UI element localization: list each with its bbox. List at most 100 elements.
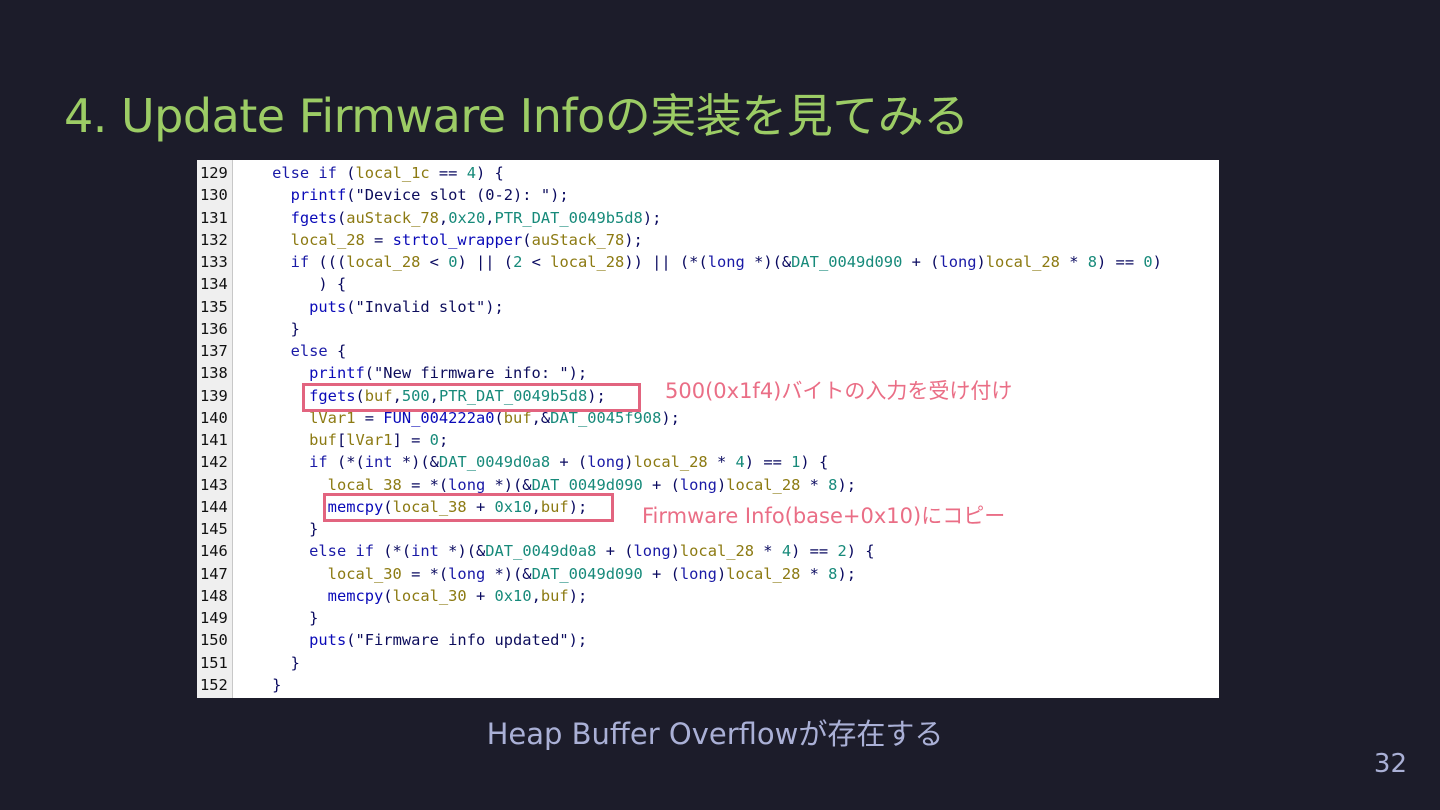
code-token: ) { [476,164,504,182]
code-token: ); [642,208,662,227]
code-token: DAT_0049d0a8 [485,542,597,561]
code-line: 151 } [197,652,300,674]
code-text: fgets(auStack_78,0x20,PTR_DAT_0049b5d8); [235,207,662,229]
line-number: 148 [200,586,228,605]
code-token: 4 [735,453,745,472]
code-token: 0x20 [448,208,486,227]
code-token [235,387,309,405]
line-number: 141 [200,431,228,449]
code-line: 140 lVar1 = FUN_004222a0(buf,&DAT_0045f9… [197,407,680,429]
code-token: * [800,475,829,494]
code-token: local_28 [346,253,421,271]
code-token: == [429,164,467,182]
code-screenshot: 129 else if (local_1c == 4) {130 printf(… [197,160,1219,698]
code-token [235,409,309,427]
code-text: memcpy(local_30 + 0x10,buf); [235,585,588,607]
code-token: memcpy [327,586,384,605]
code-token [235,431,309,449]
code-text: puts("Firmware info updated"); [235,629,587,651]
code-token: DAT_0049d090 [531,475,643,494]
code-token: )) || (*( [624,253,708,271]
code-token: } [235,319,300,338]
code-token: ) { [800,453,829,472]
code-token: (*( [374,542,412,561]
code-token: + [466,586,495,605]
code-token: puts [309,631,347,650]
code-text: if (*(int *)(&DAT_0049d0a8 + (long)local… [235,451,828,473]
line-number: 152 [200,675,228,694]
code-line: 150 puts("Firmware info updated"); [197,629,587,651]
code-token: local_30 [327,564,402,583]
code-token: , [392,386,402,405]
slide-caption: Heap Buffer Overflowが存在する [486,717,944,751]
code-token: PTR_DAT_0049b5d8 [438,386,588,405]
code-token: 1 [791,453,801,472]
code-token: long [448,475,486,494]
code-token: long [587,453,625,472]
code-token: "New firmware info: " [374,364,569,383]
code-line: 145 } [197,518,318,540]
code-token [235,476,328,494]
code-token: ( [383,586,393,605]
code-token: * [800,564,829,583]
code-token: ( [355,386,365,405]
code-token: *)(& [485,564,532,583]
code-token: strtol_wrapper [392,230,523,249]
code-line: 144 memcpy(local_38 + 0x10,buf); [197,496,587,518]
code-token [235,631,309,649]
line-number: 138 [200,364,228,383]
code-token: ) == [1097,253,1144,271]
code-token: else [290,342,328,360]
code-token: local_38 [392,497,467,516]
code-token: } [235,653,300,672]
code-line: 143 local_38 = *(long *)(&DAT_0049d090 +… [197,474,856,496]
code-text: ) { [235,273,346,295]
code-text: local_38 = *(long *)(&DAT_0049d090 + (lo… [235,474,856,496]
code-token: ( [383,497,393,516]
code-line: 141 buf[lVar1] = 0; [197,429,448,451]
code-token: 8 [828,475,838,494]
code-token: local_28 [985,253,1060,271]
code-text: puts("Invalid slot"); [235,296,504,318]
code-token: ; [438,431,449,449]
code-token: ); [568,586,588,605]
code-token: , [429,386,439,405]
annotation-input-size: 500(0x1f4)バイトの入力を受け付け [665,379,1013,403]
line-number: 134 [200,275,228,294]
code-line: 134 ) { [197,273,346,295]
code-token: FUN_004222a0 [383,408,495,427]
code-token: } [235,609,319,627]
line-number: 143 [200,475,228,494]
code-token: long [679,564,717,583]
code-token: 0x10 [494,497,532,516]
code-token: ) == [744,453,792,472]
code-token: "Device slot (0-2): " [355,186,551,205]
code-token: ( [494,408,504,427]
code-token: ) [976,253,986,271]
line-number: 151 [200,653,228,672]
code-token: ( [346,297,356,316]
code-token: auStack_78 [346,208,439,227]
line-number: 145 [200,520,228,538]
code-token: ) [716,475,727,494]
code-text: } [235,607,318,629]
code-token: ); [837,564,856,583]
line-number: 140 [200,408,228,427]
code-token: else if [272,164,337,182]
code-token: = *( [401,564,449,583]
code-token: , [531,497,541,516]
line-number: 150 [200,631,228,650]
code-token: = [355,408,384,427]
code-token: local_28 [550,253,625,271]
code-token: 0 [429,431,439,449]
code-token: lVar1 [309,408,356,427]
code-token: long [707,253,745,271]
code-token: if [290,253,310,271]
code-token: buf [540,586,569,605]
code-token: ( [364,364,375,383]
code-token: ( [522,230,532,249]
code-token: ( [336,164,356,182]
code-token: auStack_78 [531,230,625,249]
code-token: fgets [290,208,337,227]
code-line: 133 if (((local_28 < 0) || (2 < local_28… [197,251,1162,273]
